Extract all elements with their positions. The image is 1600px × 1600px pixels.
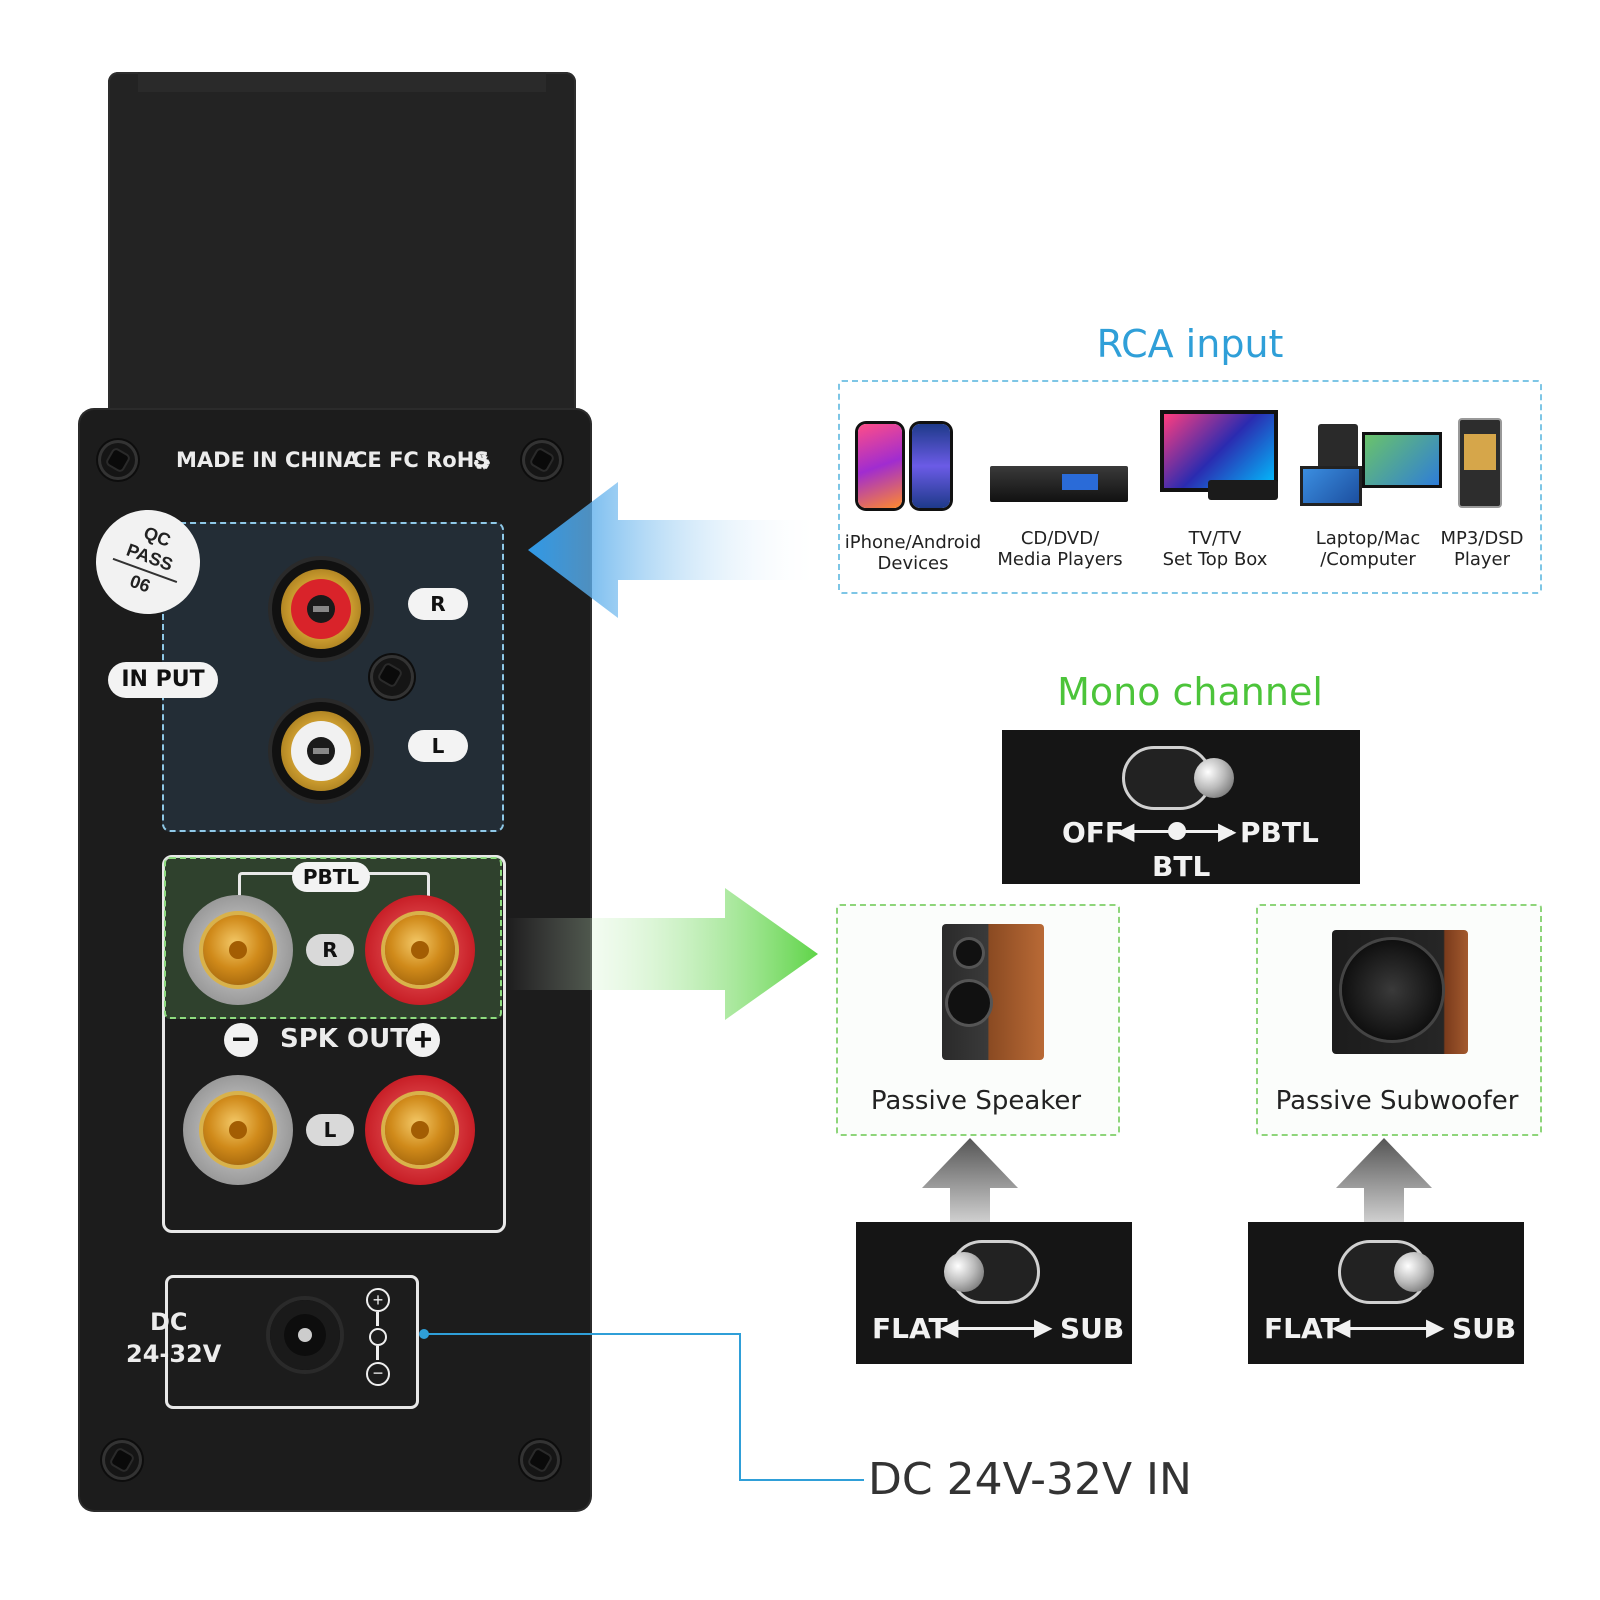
passive-speaker-label: Passive Speaker <box>870 1086 1082 1116</box>
center-dot-icon <box>1168 822 1186 840</box>
amplifier-top-casing <box>108 72 576 432</box>
speaker-switch-arrow <box>922 1138 1018 1222</box>
double-arrow-line <box>948 1327 1048 1330</box>
dc-input-section <box>165 1275 419 1409</box>
minus-sign-icon: − <box>224 1023 258 1057</box>
mono-pbtl-label: PBTL <box>1240 816 1319 849</box>
spk-l-label: L <box>306 1114 354 1146</box>
spk-r-label: R <box>306 934 354 966</box>
dc-barrel-jack[interactable] <box>270 1300 340 1370</box>
passive-subwoofer-label: Passive Subwoofer <box>1275 1086 1519 1116</box>
rca-jack-left[interactable] <box>272 702 370 800</box>
made-in-label: MADE IN CHINA <box>176 448 360 472</box>
weee-bin-icon: ♻ <box>472 450 492 475</box>
left-arrow-icon: ◀ <box>1116 818 1135 845</box>
spk-out-label: SPK OUT <box>280 1024 408 1054</box>
subwoofer-switch-arrow <box>1336 1138 1432 1222</box>
dc-range-label: 24-32V <box>126 1340 222 1368</box>
hex-screw-icon <box>370 655 414 699</box>
set-top-box-icon <box>1208 480 1278 500</box>
input-l-label: L <box>408 730 468 762</box>
mp3-player-icon <box>1458 418 1502 508</box>
device-label-line: iPhone/Android <box>844 532 982 553</box>
mono-off-label: OFF <box>1062 816 1125 849</box>
binding-post-l-positive[interactable] <box>365 1075 475 1185</box>
right-arrow-icon: ▶ <box>1218 818 1237 845</box>
speaker-output-section <box>162 855 506 1233</box>
device-label-line: Devices <box>877 553 949 574</box>
dc-input-callout: DC 24V-32V IN <box>868 1454 1192 1505</box>
polarity-icon: + − <box>366 1288 390 1388</box>
device-label-line: Set Top Box <box>1162 549 1268 570</box>
media-player-icon <box>990 466 1128 502</box>
device-label-line: Laptop/Mac <box>1315 528 1421 549</box>
pbtl-label: PBTL <box>292 862 370 892</box>
mono-channel-title: Mono channel <box>1057 670 1323 714</box>
dc-label: DC <box>150 1308 188 1336</box>
device-label-media-player: CD/DVD/ Media Players <box>990 528 1130 570</box>
device-label-tv: TV/TV Set Top Box <box>1150 528 1280 570</box>
left-arrow-icon: ◀ <box>1332 1314 1351 1341</box>
laptop-icon <box>1300 466 1362 506</box>
subwoofer-icon <box>1332 930 1468 1054</box>
subwoofer-flat-label: FLAT <box>1264 1312 1340 1345</box>
device-label-phone: iPhone/Android Devices <box>838 532 988 574</box>
device-label-line: TV/TV <box>1188 528 1242 549</box>
mono-toggle-switch[interactable] <box>1122 746 1234 810</box>
device-label-mp3: MP3/DSD Player <box>1432 528 1532 570</box>
dc-callout-line <box>424 1333 864 1481</box>
rca-input-title: RCA input <box>1096 322 1284 366</box>
certification-marks: CE FC RoHS <box>352 448 490 472</box>
screw-icon <box>520 1440 560 1480</box>
input-label: IN PUT <box>108 662 218 698</box>
rca-input-arrow <box>528 482 820 618</box>
screw-icon <box>522 440 562 480</box>
rca-input-devices-panel <box>838 380 1542 594</box>
smartphone-icon <box>912 424 950 508</box>
speaker-output-arrow <box>505 888 818 1020</box>
right-arrow-icon: ▶ <box>1426 1314 1445 1341</box>
right-arrow-icon: ▶ <box>1034 1314 1053 1341</box>
left-arrow-icon: ◀ <box>940 1314 959 1341</box>
device-label-line: MP3/DSD <box>1440 528 1524 549</box>
subwoofer-flat-sub-switch[interactable] <box>1338 1240 1434 1304</box>
device-label-line: Media Players <box>997 549 1123 570</box>
bookshelf-speaker-icon <box>942 924 1044 1060</box>
screw-icon <box>98 440 138 480</box>
mono-btl-label: BTL <box>1152 850 1211 883</box>
screw-icon <box>102 1440 142 1480</box>
dc-callout-dot <box>419 1329 429 1339</box>
speaker-sub-label: SUB <box>1060 1312 1125 1345</box>
monitor-icon <box>1362 432 1442 488</box>
binding-post-r-negative[interactable] <box>183 895 293 1005</box>
speaker-flat-sub-switch[interactable] <box>944 1240 1040 1304</box>
smartphone-icon <box>858 424 902 508</box>
subwoofer-sub-label: SUB <box>1452 1312 1517 1345</box>
binding-post-l-negative[interactable] <box>183 1075 293 1185</box>
device-label-line: CD/DVD/ <box>1020 528 1100 549</box>
speaker-flat-label: FLAT <box>872 1312 948 1345</box>
device-label-computer: Laptop/Mac /Computer <box>1300 528 1436 570</box>
device-label-line: /Computer <box>1320 549 1416 570</box>
double-arrow-line <box>1340 1327 1440 1330</box>
rca-jack-right[interactable] <box>272 560 370 658</box>
input-r-label: R <box>408 588 468 620</box>
plus-sign-icon: + <box>406 1023 440 1057</box>
device-label-line: Player <box>1453 549 1510 570</box>
binding-post-r-positive[interactable] <box>365 895 475 1005</box>
